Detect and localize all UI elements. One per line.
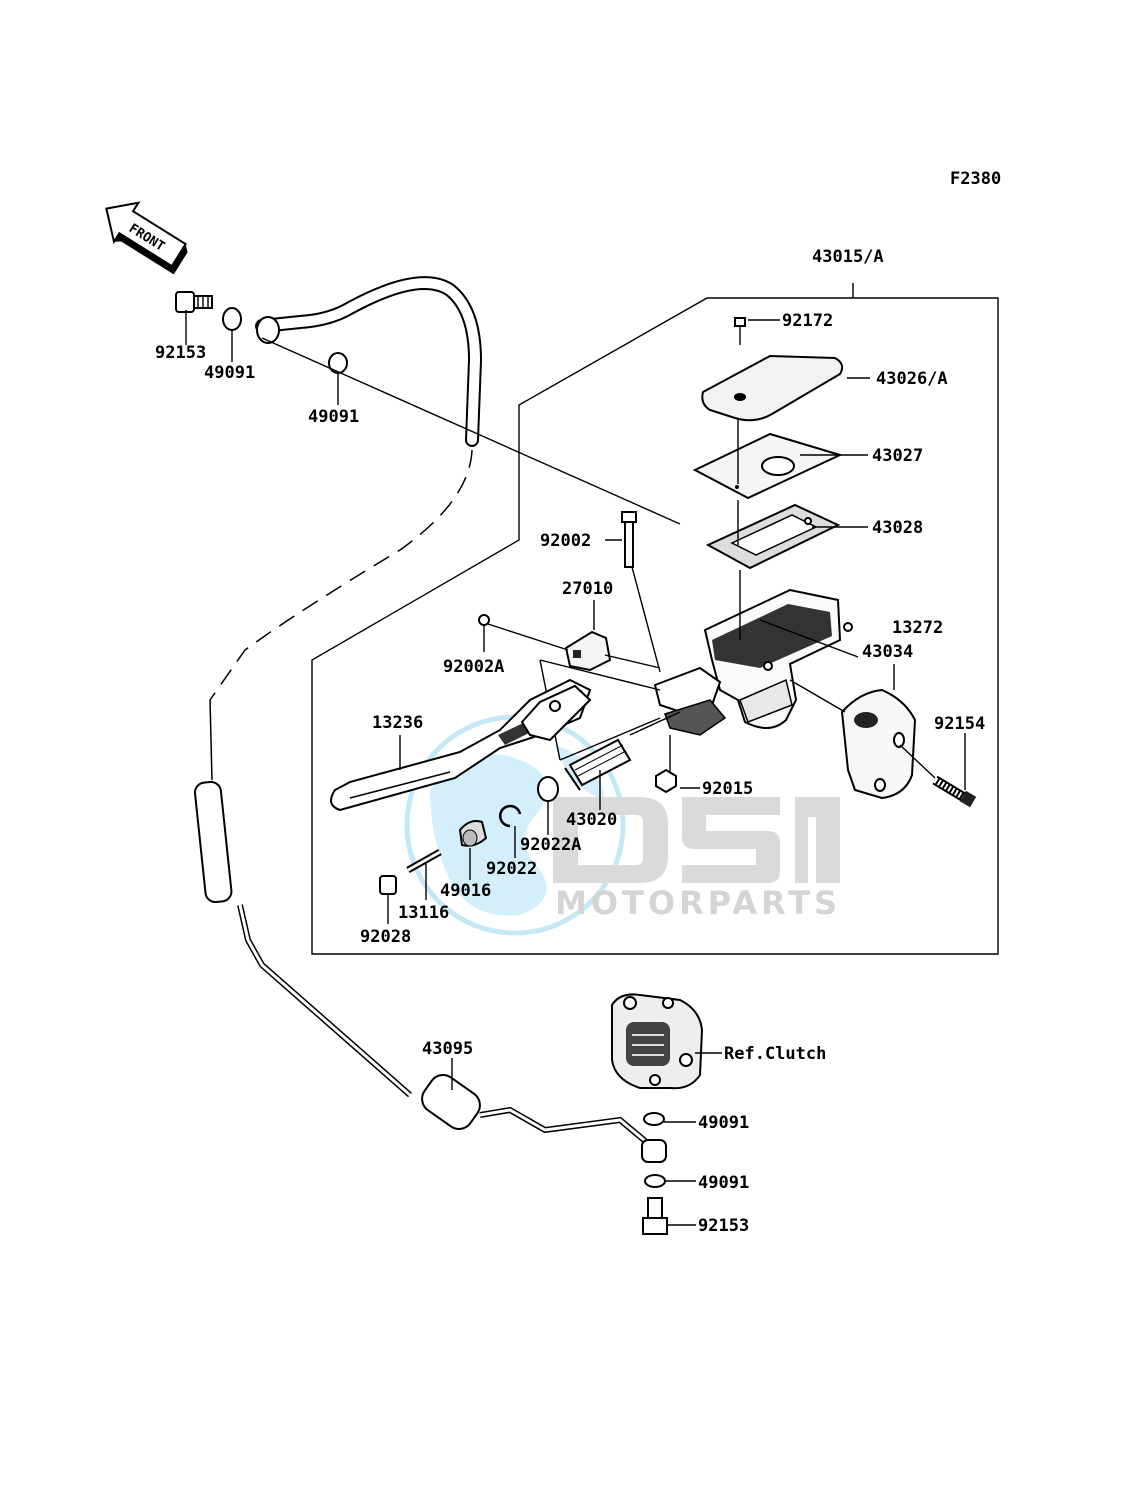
label-92028: 92028 xyxy=(360,927,411,947)
label-49091-top1: 49091 xyxy=(204,363,255,383)
clutch-lever xyxy=(330,678,592,812)
screw-13272 xyxy=(843,622,853,632)
banjo-fitting-bot xyxy=(641,1139,667,1163)
watermark-sub: MOTORPARTS xyxy=(555,884,841,922)
figure-code: F2380 xyxy=(950,169,1001,189)
banjo-bolt-bot xyxy=(642,1197,668,1235)
dust-boot xyxy=(458,820,488,847)
pivot-bolt xyxy=(621,511,637,568)
slave-cylinder xyxy=(611,993,704,1090)
handlebar-clamp xyxy=(840,688,917,800)
label-92172: 92172 xyxy=(782,311,833,331)
clutch-switch xyxy=(564,630,612,672)
leader-lines xyxy=(185,310,966,1090)
label-92015: 92015 xyxy=(702,779,753,799)
label-refclutch: Ref.Clutch xyxy=(724,1044,826,1064)
washer-bot-2 xyxy=(644,1174,666,1188)
label-49091-top2: 49091 xyxy=(308,407,359,427)
lever-bracket xyxy=(653,666,727,736)
label-92002a: 92002A xyxy=(443,657,504,677)
washer-bot-1 xyxy=(643,1112,665,1126)
label-49091-bot2: 49091 xyxy=(698,1173,749,1193)
reservoir-cap xyxy=(701,354,844,422)
label-92022a: 92022A xyxy=(520,835,581,855)
label-92154: 92154 xyxy=(934,714,985,734)
washer-top-1 xyxy=(222,307,242,331)
label-27010: 27010 xyxy=(562,579,613,599)
screw-92002a xyxy=(478,614,490,626)
washer-top-2 xyxy=(328,352,348,374)
label-92153-top: 92153 xyxy=(155,343,206,363)
diaphragm xyxy=(705,503,841,570)
label-13272: 13272 xyxy=(892,618,943,638)
label-92022: 92022 xyxy=(486,859,537,879)
label-43095: 43095 xyxy=(422,1039,473,1059)
screw-92172 xyxy=(734,317,746,345)
cap-92028 xyxy=(379,875,397,895)
front-arrow: FRONT xyxy=(105,201,188,275)
clutch-hose xyxy=(193,276,652,1148)
part-labels: 43015/A 92172 43026/A 43027 43028 92002 … xyxy=(155,247,985,1236)
label-92153-bot: 92153 xyxy=(698,1216,749,1236)
watermark-logo-letters xyxy=(553,797,840,883)
assembly-bracket xyxy=(311,283,999,955)
watermark: MOTORPARTS xyxy=(404,714,841,936)
push-rod xyxy=(406,848,442,874)
nut-92015 xyxy=(655,768,677,794)
circlip-92022 xyxy=(498,804,522,828)
banjo-fitting-top xyxy=(256,316,280,344)
label-13116: 13116 xyxy=(398,903,449,923)
label-43028: 43028 xyxy=(872,518,923,538)
label-43026a: 43026/A xyxy=(876,369,948,389)
label-49016: 49016 xyxy=(440,881,491,901)
label-43015a: 43015/A xyxy=(812,247,884,267)
washer-92022a xyxy=(537,776,559,802)
piston-assembly xyxy=(564,738,632,791)
diaphragm-plate xyxy=(692,432,843,500)
label-92002: 92002 xyxy=(540,531,591,551)
label-49091-bot1: 49091 xyxy=(698,1113,749,1133)
banjo-bolt-top xyxy=(175,291,213,313)
label-43020: 43020 xyxy=(566,810,617,830)
label-43034: 43034 xyxy=(862,642,913,662)
label-43027: 43027 xyxy=(872,446,923,466)
bolt-92154 xyxy=(932,775,977,808)
label-13236: 13236 xyxy=(372,713,423,733)
master-cylinder-body xyxy=(703,588,842,729)
